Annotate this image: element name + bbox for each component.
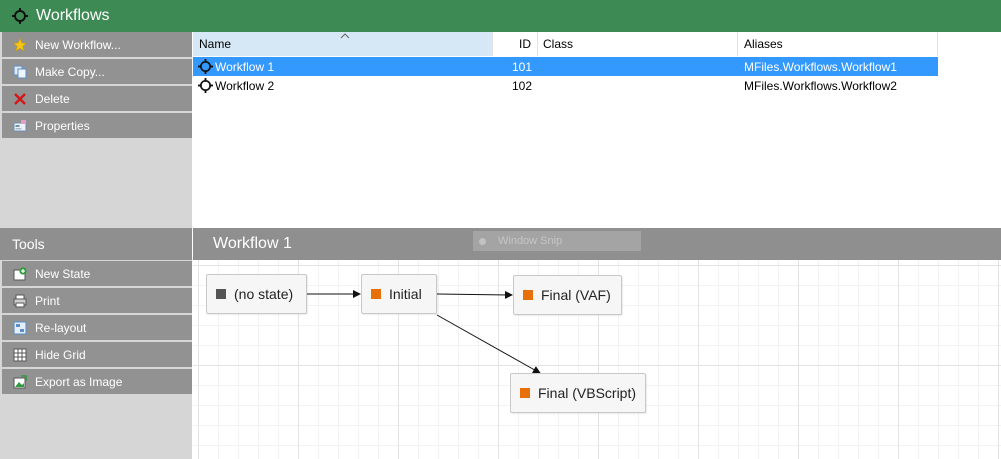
row-name: Workflow 2 — [215, 78, 275, 93]
printer-icon — [13, 294, 27, 307]
transition-arrows — [306, 290, 541, 374]
state-marker — [520, 388, 530, 398]
grid-icon — [13, 348, 27, 361]
export-image-icon — [13, 374, 27, 388]
properties-button[interactable]: Properties — [2, 113, 192, 139]
app-title: Workflows — [36, 7, 110, 24]
state-node-no-state[interactable]: (no state) — [206, 274, 307, 314]
column-header-class[interactable]: Class — [538, 32, 738, 56]
sidebar: New Workflow... Make Copy... Delete Prop… — [0, 32, 192, 459]
delete-x-icon — [14, 92, 26, 105]
delete-label: Delete — [35, 91, 70, 106]
state-marker — [216, 289, 226, 299]
diagram-canvas[interactable]: (no state) Initial Final (VAF) Final (VB… — [193, 260, 1001, 459]
delete-button[interactable]: Delete — [2, 86, 192, 112]
state-node-final-vaf[interactable]: Final (VAF) — [513, 275, 622, 315]
state-node-final-vbscript[interactable]: Final (VBScript) — [510, 373, 646, 413]
star-icon — [13, 37, 27, 52]
sort-ascending-icon — [340, 33, 350, 39]
snip-dot-icon — [479, 237, 486, 245]
row-id: 102 — [511, 78, 532, 93]
properties-icon — [13, 119, 27, 131]
relayout-button[interactable]: Re-layout — [2, 315, 192, 341]
column-header-aliases[interactable]: Aliases — [738, 32, 938, 56]
transition-initial-final-vbscript[interactable] — [436, 314, 541, 374]
export-image-button[interactable]: Export as Image — [2, 369, 192, 395]
diagram-header: Workflow 1 Window Snip — [193, 228, 1001, 260]
print-button[interactable]: Print — [2, 288, 192, 314]
relayout-icon — [13, 321, 27, 334]
diagram-title: Workflow 1 — [213, 235, 292, 252]
row-id: 101 — [511, 59, 532, 74]
table-row[interactable]: Workflow 2 102 MFiles.Workflows.Workflow… — [193, 76, 938, 95]
make-copy-button[interactable]: Make Copy... — [2, 59, 192, 85]
transition-initial-final-vaf[interactable] — [436, 290, 513, 299]
new-state-button[interactable]: New State — [2, 261, 192, 287]
hide-grid-button[interactable]: Hide Grid — [2, 342, 192, 368]
state-label: Final (VAF) — [541, 287, 611, 303]
column-aliases-label: Aliases — [744, 37, 783, 51]
row-aliases: MFiles.Workflows.Workflow1 — [744, 59, 897, 74]
hide-grid-label: Hide Grid — [35, 347, 86, 362]
window-snip-label: Window Snip — [498, 235, 563, 247]
state-marker — [371, 289, 381, 299]
workflow-icon — [198, 59, 213, 74]
column-header-id[interactable]: ID — [493, 32, 538, 56]
column-class-label: Class — [543, 37, 574, 51]
row-aliases: MFiles.Workflows.Workflow2 — [744, 78, 897, 93]
tools-header: Tools — [0, 228, 192, 260]
workflow-icon — [198, 78, 213, 93]
app-titlebar: Workflows — [0, 0, 1001, 32]
state-node-initial[interactable]: Initial — [361, 274, 437, 314]
row-name: Workflow 1 — [215, 59, 275, 74]
window-snip-overlay: Window Snip — [473, 231, 641, 251]
export-image-label: Export as Image — [35, 374, 123, 389]
state-marker — [523, 290, 533, 300]
new-workflow-button[interactable]: New Workflow... — [2, 32, 192, 58]
state-label: Initial — [389, 286, 422, 302]
new-state-icon — [13, 266, 27, 280]
workflow-list: Name ID Class Aliases Workflow 1 101 MFi… — [193, 32, 1001, 228]
make-copy-label: Make Copy... — [35, 64, 105, 79]
column-id-label: ID — [519, 37, 531, 51]
workflow-icon — [12, 8, 28, 24]
new-state-label: New State — [35, 266, 91, 281]
state-label: (no state) — [234, 286, 294, 302]
new-workflow-label: New Workflow... — [35, 37, 121, 52]
column-name-label: Name — [199, 37, 232, 51]
table-row[interactable]: Workflow 1 101 MFiles.Workflows.Workflow… — [193, 57, 938, 76]
column-header-name[interactable]: Name — [193, 32, 493, 56]
print-label: Print — [35, 293, 60, 308]
state-label: Final (VBScript) — [538, 385, 637, 401]
copy-icon — [13, 65, 27, 78]
properties-label: Properties — [35, 118, 90, 133]
tools-header-label: Tools — [12, 236, 45, 252]
relayout-label: Re-layout — [35, 320, 87, 335]
